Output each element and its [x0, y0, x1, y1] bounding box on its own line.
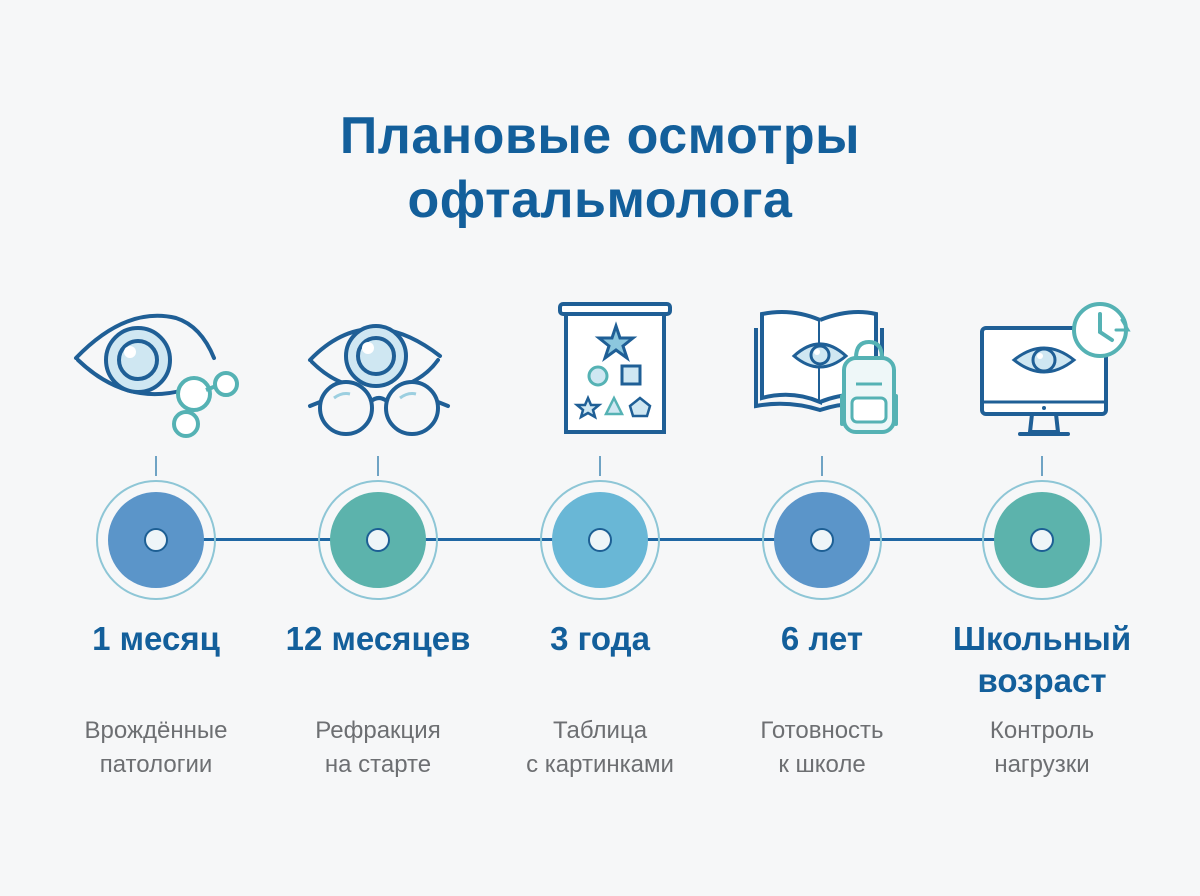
title-line-1: Плановые осмотры [339, 107, 861, 165]
desc-line: к школе [778, 751, 866, 778]
node-tick [1041, 456, 1043, 476]
timeline-node [540, 480, 660, 600]
age-line: 12 месяцев [285, 620, 471, 657]
age-line: 6 лет [780, 620, 864, 657]
age-line: 3 года [550, 620, 650, 657]
monitor-with-clock-icon [980, 302, 1131, 436]
node-dot [1030, 528, 1054, 552]
desc-line: Врождённые [84, 717, 228, 744]
eye-with-pacifier-icon [74, 313, 239, 438]
book-and-backpack-icon [754, 310, 898, 434]
timeline-step: 1 месяц Врождённые патологии [46, 0, 266, 896]
desc-line: патологии [99, 751, 213, 778]
title-line-2: офтальмолога [407, 171, 793, 229]
step-age: 6 лет [712, 618, 932, 660]
desc-line: Рефракция [315, 717, 441, 744]
page-title: Плановые осмотры офтальмолога [0, 104, 1200, 232]
picture-eye-chart-icon [558, 302, 672, 434]
step-description: Контроль нагрузки [932, 714, 1152, 782]
timeline-step: 3 года Таблица с картинками [490, 0, 710, 896]
timeline-step: 6 лет Готовность к школе [712, 0, 932, 896]
step-description: Врождённые патологии [46, 714, 266, 782]
age-line: возраст [977, 662, 1107, 699]
desc-line: на старте [324, 751, 432, 778]
timeline-node [982, 480, 1102, 600]
desc-line: с картинками [526, 751, 674, 778]
desc-line: нагрузки [994, 751, 1090, 778]
node-dot [588, 528, 612, 552]
timeline-node [318, 480, 438, 600]
step-age: 12 месяцев [268, 618, 488, 660]
node-tick [155, 456, 157, 476]
step-age: 3 года [490, 618, 710, 660]
timeline-step: Школьный возраст Контроль нагрузки [932, 0, 1152, 896]
age-line: 1 месяц [92, 620, 220, 657]
desc-line: Таблица [552, 717, 648, 744]
node-dot [810, 528, 834, 552]
eye-with-glasses-icon [308, 324, 450, 436]
age-line: Школьный [952, 620, 1132, 657]
step-age: Школьный возраст [932, 618, 1152, 702]
node-dot [366, 528, 390, 552]
step-description: Таблица с картинками [490, 714, 710, 782]
desc-line: Контроль [989, 717, 1095, 744]
node-dot [144, 528, 168, 552]
timeline-node [762, 480, 882, 600]
desc-line: Готовность [760, 717, 884, 744]
node-tick [377, 456, 379, 476]
timeline-node [96, 480, 216, 600]
node-tick [599, 456, 601, 476]
step-age: 1 месяц [46, 618, 266, 660]
timeline-step: 12 месяцев Рефракция на старте [268, 0, 488, 896]
node-tick [821, 456, 823, 476]
step-description: Готовность к школе [712, 714, 932, 782]
step-description: Рефракция на старте [268, 714, 488, 782]
